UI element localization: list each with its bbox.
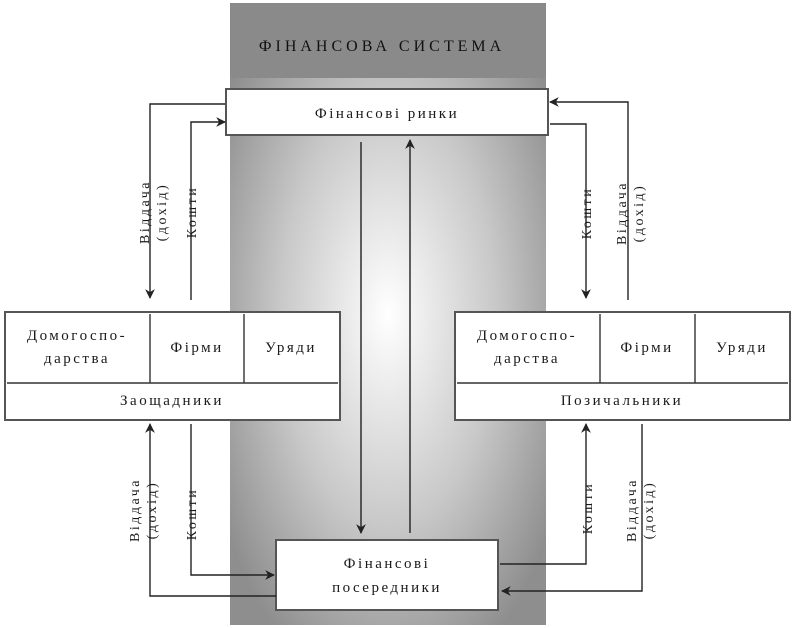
- label-return-ur-1: Віддача: [615, 181, 630, 245]
- label-return-ul-2: (дохід): [155, 183, 170, 242]
- arrow-funds-savers-to-intermediaries: [190, 424, 275, 580]
- label-return-lr-1: Віддача: [625, 478, 640, 542]
- label-return-ll-1: Віддача: [128, 478, 143, 542]
- label-funds-ll: Кошти: [185, 488, 200, 541]
- band-header: [230, 3, 546, 78]
- borrowers-cell-firms: Фірми: [620, 340, 673, 356]
- borrowers-cell-governments: Уряди: [716, 340, 768, 356]
- intermediaries-line1: Фінансові: [344, 556, 431, 572]
- savers-label: Заощадники: [120, 393, 224, 409]
- arrow-funds-intermediaries-to-borrowers: [500, 423, 591, 565]
- financial-markets-label: Фінансові ринки: [315, 106, 459, 122]
- borrowers-cell-households-line2: дарства: [494, 351, 560, 367]
- financial-intermediaries-box: Фінансові посередники: [275, 539, 499, 611]
- label-return-ur-2: (дохід): [632, 184, 647, 243]
- arrow-return-markets-to-savers: [145, 103, 225, 299]
- label-return-ul-1: Віддача: [138, 180, 153, 244]
- label-funds-lr: Кошти: [581, 482, 596, 535]
- arrow-return-intermediaries-to-savers: [145, 423, 276, 597]
- savers-cell-households-line1: Домогоспо-: [27, 328, 127, 344]
- savers-cell-households-line2: дарства: [44, 351, 110, 367]
- borrowers-label: Позичальники: [561, 393, 683, 409]
- financial-markets-box: Фінансові ринки: [225, 88, 549, 136]
- label-return-lr-2: (дохід): [642, 481, 657, 540]
- label-funds-ul: Кошти: [185, 186, 200, 239]
- arrow-return-borrowers-to-markets: [549, 97, 629, 300]
- borrowers-cell-households-line1: Домогоспо-: [477, 328, 577, 344]
- savers-cell-governments: Уряди: [265, 340, 317, 356]
- savers-block: Домогоспо- дарства Фірми Уряди Заощадник…: [4, 311, 341, 421]
- arrow-funds-markets-to-borrowers: [550, 123, 591, 299]
- system-title: ФІНАНСОВА СИСТЕМА: [259, 38, 505, 55]
- intermediaries-line2: посередники: [332, 580, 442, 596]
- borrowers-block: Домогоспо- дарства Фірми Уряди Позичальн…: [454, 311, 791, 421]
- savers-cell-firms: Фірми: [170, 340, 223, 356]
- label-funds-ur: Кошти: [580, 187, 595, 240]
- label-return-ll-2: (дохід): [145, 481, 160, 540]
- arrow-funds-savers-to-markets: [190, 117, 226, 300]
- arrow-return-borrowers-to-intermediaries: [501, 424, 643, 596]
